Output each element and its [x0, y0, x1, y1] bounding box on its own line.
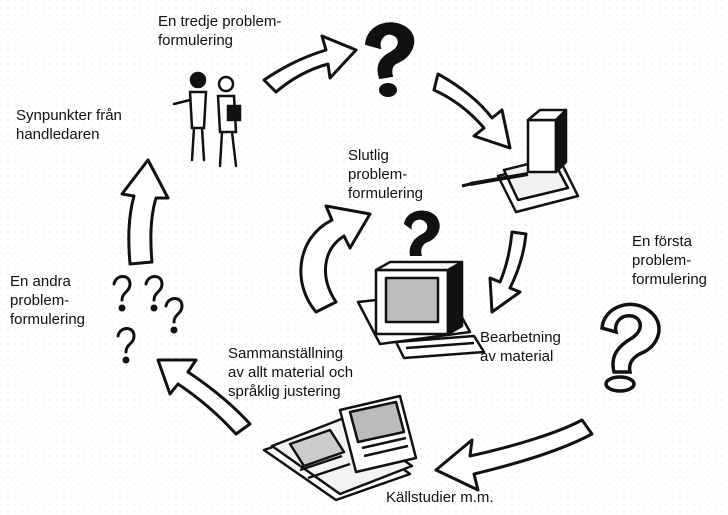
label-first-formulation: En första problem- formulering [632, 233, 708, 288]
arrow-to-top-question [262, 34, 358, 94]
arrow-to-supervisor [120, 158, 170, 266]
arrow-to-final-formulation [299, 204, 372, 314]
books-icon [461, 108, 580, 214]
arrow-to-second-formulation [156, 358, 252, 436]
arrow-to-source-studies [434, 418, 594, 492]
computer-icon [356, 260, 486, 360]
people-icon [172, 71, 242, 168]
label-final-formulation: Slutlig problem- formulering [348, 147, 424, 202]
arrow-to-books [432, 72, 512, 150]
label-compilation: Sammanställning av allt material och spr… [228, 345, 354, 400]
label-source-studies: Källstudier m.m. [386, 489, 494, 506]
label-supervisor-feedback: Synpunkter från handledaren [16, 107, 122, 143]
question-mark-icon [364, 22, 415, 97]
question-mark-icon [600, 302, 661, 393]
label-second-formulation: En andra problem- formulering [10, 273, 86, 328]
question-mark-icon [112, 275, 184, 364]
label-processing: Bearbetning av material [480, 329, 561, 365]
arrow-to-processing [488, 230, 528, 314]
open-book-icon [262, 394, 418, 502]
label-third-formulation: En tredje problem- formulering [158, 13, 282, 49]
